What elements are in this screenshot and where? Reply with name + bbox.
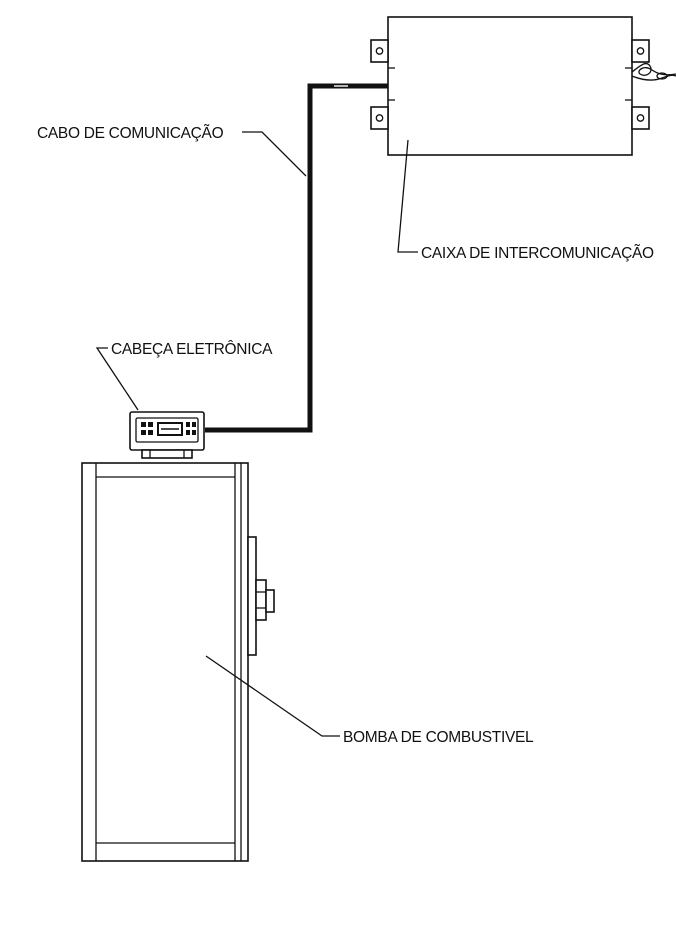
communication-cable [205,83,388,433]
leader-lines [95,131,418,737]
nozzle-holder [247,536,275,656]
intercom-box [370,16,676,156]
electronic-head [129,411,205,459]
power-cord [631,62,676,81]
label-intercom-box: CAIXA DE INTERCOMUNICAÇÃO [421,245,654,262]
bracket-bottom-right [631,106,650,130]
bracket-top-right [631,39,650,63]
label-electronic-head: CABEÇA ELETRÔNICA [111,341,273,358]
label-communication-cable: CABO DE COMUNICAÇÃO [37,125,224,142]
bracket-bottom-left [370,106,389,130]
label-fuel-pump: BOMBA DE COMBUSTIVEL [343,729,534,746]
bracket-top-left [370,39,389,63]
fuel-pump [81,462,275,862]
